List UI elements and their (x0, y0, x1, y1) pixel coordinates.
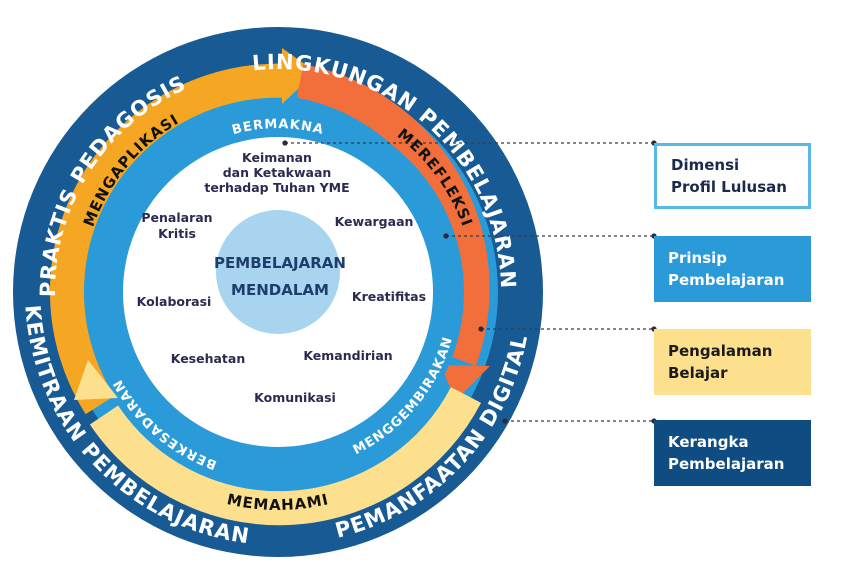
dimension-kolaborasi: Kolaborasi (137, 294, 212, 309)
legend-prinsip-pembelajaran: Prinsip Pembelajaran (654, 236, 811, 302)
leader-dot-kerangka-start (502, 418, 508, 424)
leader-dot-prinsip-start (443, 233, 449, 239)
dimension-komunikasi: Komunikasi (254, 390, 336, 405)
core-title-line2: MENDALAM (231, 281, 329, 299)
experience-label-memahami: MEMAHAMI (225, 490, 330, 514)
arc-memahami (89, 387, 482, 526)
principle-label-bermakna: BERMAKNA (231, 117, 326, 138)
dimension-kewargaan: Kewargaan (335, 214, 414, 229)
dimension-keimanan-line2: dan Ketakwaan (223, 165, 332, 180)
leader-dot-pengalaman-start (478, 326, 484, 332)
leader-dot-dimensi-start (282, 140, 288, 146)
dimension-keimanan-line1: Keimanan (242, 150, 312, 165)
dimension-penalaran-line2: Kritis (158, 226, 196, 241)
dimension-penalaran-line1: Penalaran (141, 210, 212, 225)
legend-kerangka-pembelajaran: Kerangka Pembelajaran (654, 420, 811, 486)
dimension-kreatifitas: Kreatifitas (352, 289, 426, 304)
arc-mengaplikasi (49, 63, 291, 415)
arc-merefleksi (296, 64, 490, 366)
core-title-line1: PEMBELAJARAN (214, 254, 346, 272)
legend-pengalaman-belajar: Pengalaman Belajar (654, 329, 811, 395)
dimension-kesehatan: Kesehatan (171, 351, 246, 366)
dimension-keimanan-line3: terhadap Tuhan YME (204, 180, 349, 195)
core-circle (216, 210, 340, 334)
arrow-mengaplikasi (282, 48, 316, 104)
dimension-kemandirian: Kemandirian (303, 348, 392, 363)
legend-dimensi-profil-lulusan: Dimensi Profil Lulusan (654, 143, 811, 209)
arrow-memahami (74, 360, 118, 400)
